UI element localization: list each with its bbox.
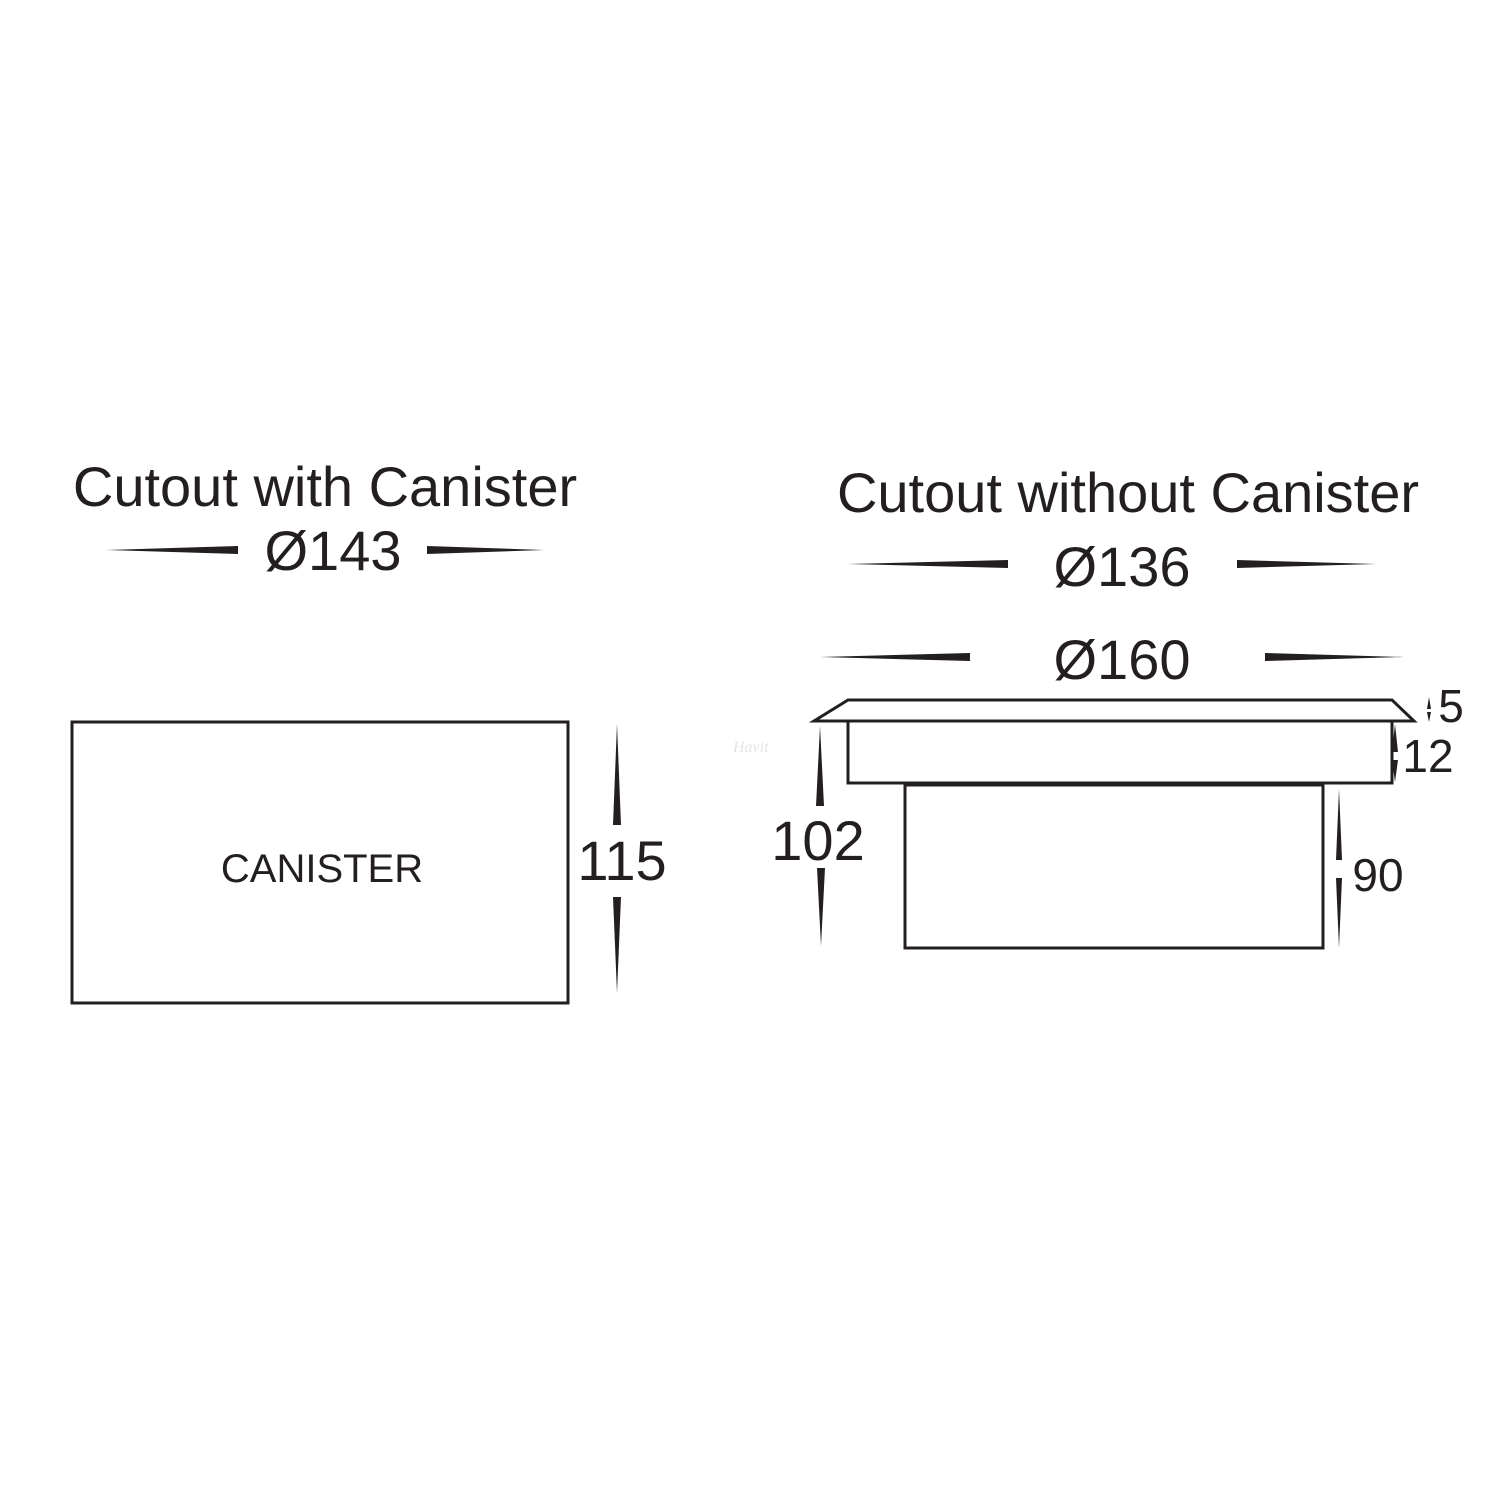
dim-line-right-136 <box>1237 560 1376 568</box>
watermark: Havit <box>732 739 769 756</box>
diameter-143-label: Ø143 <box>265 519 402 582</box>
flange-outline <box>808 698 1418 723</box>
height-12-label: 12 <box>1402 730 1453 782</box>
dim-line-left-160 <box>820 653 970 661</box>
canister-outline <box>70 720 570 1005</box>
dim-line-top-115 <box>613 724 621 825</box>
dim-line-top-5 <box>1427 697 1431 709</box>
diameter-160-label: Ø160 <box>1054 628 1191 691</box>
dim-line-top-90 <box>1336 789 1342 860</box>
dim-line-top-12 <box>1392 724 1398 752</box>
dim-line-bottom-115 <box>613 897 621 993</box>
height-90-label: 90 <box>1352 849 1403 901</box>
dim-line-bottom-5 <box>1427 712 1431 722</box>
collar-outline <box>846 719 1394 785</box>
dim-line-bottom-90 <box>1336 878 1342 948</box>
dim-line-bottom-12 <box>1392 760 1398 782</box>
right-title: Cutout without Canister <box>837 461 1419 524</box>
height-102-label: 102 <box>771 809 864 872</box>
dim-line-bottom-102 <box>817 868 825 946</box>
dim-line-top-102 <box>816 726 824 806</box>
dim-line-right-160 <box>1265 653 1404 661</box>
left-title: Cutout with Canister <box>73 455 577 518</box>
body-outline <box>903 783 1325 950</box>
dim-line-left-143 <box>106 546 238 554</box>
canister-label: CANISTER <box>221 847 423 891</box>
height-5-label: 5 <box>1438 680 1464 732</box>
dim-line-right-143 <box>427 546 544 554</box>
dim-line-left-136 <box>848 560 1008 568</box>
height-115-label: 115 <box>577 829 666 892</box>
diameter-136-label: Ø136 <box>1054 535 1191 598</box>
